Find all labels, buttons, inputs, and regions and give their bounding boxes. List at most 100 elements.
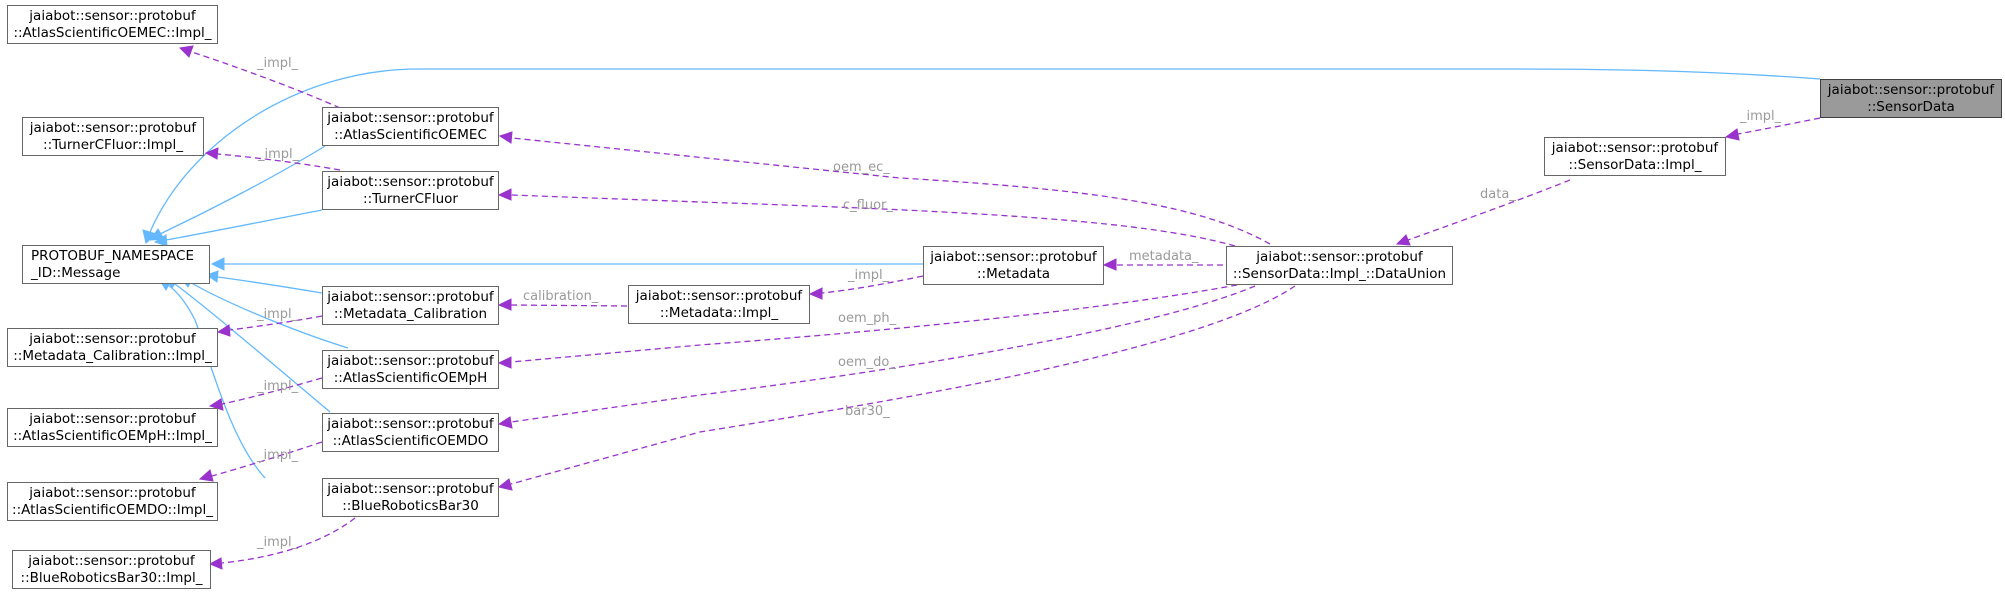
node-turner-impl[interactable]: jaiabot::sensor::protobuf ::TurnerCFluor… — [22, 117, 204, 156]
edge-label-calibration: calibration_ — [523, 289, 599, 304]
arrowhead-inherit — [148, 228, 165, 241]
arrowhead-usage — [216, 324, 231, 337]
edge-label-c-fluor: c_fluor_ — [843, 198, 893, 213]
arrowhead-usage — [497, 188, 512, 201]
node-metadata-impl[interactable]: jaiabot::sensor::protobuf ::Metadata::Im… — [628, 285, 810, 324]
edge-oemph-inherits-message — [189, 281, 349, 349]
node-line: ::AtlasScientificOEMDO — [332, 432, 489, 449]
edge-oemdo-inherits-message — [174, 283, 331, 413]
node-line: jaiabot::sensor::protobuf — [29, 7, 196, 24]
node-line: ::AtlasScientificOEMDO::Impl_ — [12, 501, 213, 518]
node-sensordata[interactable]: jaiabot::sensor::protobuf ::SensorData — [1820, 79, 2002, 118]
arrowhead-usage — [808, 287, 823, 300]
edge-bar30-inherits-message — [167, 284, 266, 479]
edge-label-metadata: metadata_ — [1129, 249, 1199, 264]
node-oemdo-impl[interactable]: jaiabot::sensor::protobuf ::AtlasScienti… — [7, 482, 218, 521]
node-message[interactable]: PROTOBUF_NAMESPACE _ID::Message — [22, 245, 210, 284]
edge-label-data: data_ — [1480, 187, 1516, 202]
edge-label-impl-metadata: _impl_ — [848, 268, 890, 283]
node-line: ::BlueRoboticsBar30 — [342, 497, 479, 514]
edge-label-impl-calib: _impl_ — [257, 307, 299, 322]
arrowhead-usage — [198, 469, 214, 482]
edge-calib-inherits-message — [217, 276, 323, 294]
node-line: ::Metadata::Impl_ — [659, 304, 779, 321]
edge-label-impl-oemdo: _impl_ — [257, 448, 299, 463]
node-line: jaiabot::sensor::protobuf — [1827, 81, 1995, 98]
arrowhead-inherit — [153, 234, 168, 247]
edge-label-impl-sensordata: _impl_ — [1740, 109, 1782, 124]
arrowhead-usage — [497, 416, 513, 429]
node-calib[interactable]: jaiabot::sensor::protobuf ::Metadata_Cal… — [322, 286, 499, 325]
node-line: _ID::Message — [31, 264, 121, 281]
arrowhead-usage — [204, 147, 219, 160]
node-oemph-impl[interactable]: jaiabot::sensor::protobuf ::AtlasScienti… — [7, 408, 218, 447]
node-line: ::AtlasScientificOEMEC::Impl_ — [13, 24, 212, 41]
node-line: ::AtlasScientificOEMpH — [333, 369, 488, 386]
arrowhead-inherit — [205, 270, 219, 283]
edge-calib-impl — [229, 315, 323, 331]
arrowhead-usage — [1102, 258, 1117, 271]
node-bar30[interactable]: jaiabot::sensor::protobuf ::BlueRobotics… — [322, 478, 499, 517]
edge-label-bar30: bar30_ — [845, 404, 890, 419]
node-sensordata-impl[interactable]: jaiabot::sensor::protobuf ::SensorData::… — [1544, 137, 1726, 176]
edge-oemph-impl — [221, 377, 323, 405]
node-line: ::SensorData — [1867, 98, 1955, 115]
node-oemec-impl[interactable]: jaiabot::sensor::protobuf ::AtlasScienti… — [7, 5, 218, 44]
edge-c-fluor — [510, 194, 1236, 247]
node-oemph[interactable]: jaiabot::sensor::protobuf ::AtlasScienti… — [322, 350, 499, 389]
node-turner[interactable]: jaiabot::sensor::protobuf ::TurnerCFluor — [322, 171, 499, 210]
node-line: jaiabot::sensor::protobuf — [930, 248, 1097, 265]
node-line: jaiabot::sensor::protobuf — [327, 480, 494, 497]
edge-oemec-impl — [191, 51, 341, 109]
arrowhead-usage — [497, 356, 512, 369]
edge-data — [1407, 179, 1571, 241]
node-metadata[interactable]: jaiabot::sensor::protobuf ::Metadata — [923, 246, 1104, 285]
edge-label-impl-oemec: _impl_ — [257, 56, 299, 71]
node-line: ::AtlasScientificOEMpH::Impl_ — [13, 427, 212, 444]
arrowhead-usage — [497, 298, 512, 311]
node-line: ::SensorData::Impl_::DataUnion — [1232, 265, 1447, 282]
edge-oem-ph — [510, 284, 1238, 363]
node-line: jaiabot::sensor::protobuf — [29, 119, 197, 136]
node-line: ::BlueRoboticsBar30::Impl_ — [20, 569, 203, 586]
node-line: jaiabot::sensor::protobuf — [28, 552, 195, 569]
node-line: ::Metadata — [976, 265, 1051, 282]
node-line: jaiabot::sensor::protobuf — [635, 287, 803, 304]
edge-metadata-impl — [821, 275, 924, 294]
edge-turner-impl — [217, 153, 341, 171]
edge-oem-ec — [511, 137, 1271, 245]
node-line: jaiabot::sensor::protobuf — [1551, 139, 1719, 156]
node-line: jaiabot::sensor::protobuf — [327, 109, 494, 126]
arrowhead-inherit — [210, 257, 225, 271]
node-line: jaiabot::sensor::protobuf — [29, 484, 196, 501]
edge-bar30-impl — [221, 517, 356, 564]
edge-label-oem-do: oem_do_ — [838, 355, 896, 370]
node-line: ::Metadata_Calibration — [333, 305, 488, 322]
node-line: jaiabot::sensor::protobuf — [327, 288, 494, 305]
edge-turner-inherits-message — [165, 209, 323, 241]
edge-label-impl-turner: _impl_ — [258, 147, 300, 162]
node-line: jaiabot::sensor::protobuf — [327, 415, 494, 432]
node-line: jaiabot::sensor::protobuf — [1256, 248, 1423, 265]
edge-oem-do — [510, 285, 1256, 423]
edge-label-oem-ec: oem_ec_ — [833, 160, 890, 175]
node-oemdo[interactable]: jaiabot::sensor::protobuf ::AtlasScienti… — [322, 413, 499, 452]
arrowhead-usage — [1395, 234, 1411, 246]
node-line: ::TurnerCFluor — [363, 190, 458, 207]
node-bar30-impl[interactable]: jaiabot::sensor::protobuf ::BlueRobotics… — [12, 550, 211, 589]
node-line: jaiabot::sensor::protobuf — [327, 173, 494, 190]
edge-bar30 — [510, 285, 1296, 485]
edge-label-impl-oemph: _impl_ — [257, 379, 299, 394]
node-calib-impl[interactable]: jaiabot::sensor::protobuf ::Metadata_Cal… — [7, 328, 218, 367]
node-line: jaiabot::sensor::protobuf — [29, 330, 196, 347]
edge-label-impl-bar30: _impl_ — [257, 535, 299, 550]
arrowhead-usage — [178, 45, 194, 58]
node-line: ::TurnerCFluor::Impl_ — [43, 136, 183, 153]
arrowhead-usage — [497, 478, 513, 491]
node-oemec[interactable]: jaiabot::sensor::protobuf ::AtlasScienti… — [322, 107, 499, 146]
node-dataunion[interactable]: jaiabot::sensor::protobuf ::SensorData::… — [1226, 246, 1453, 285]
node-line: jaiabot::sensor::protobuf — [327, 352, 494, 369]
arrowhead-usage — [498, 131, 513, 144]
